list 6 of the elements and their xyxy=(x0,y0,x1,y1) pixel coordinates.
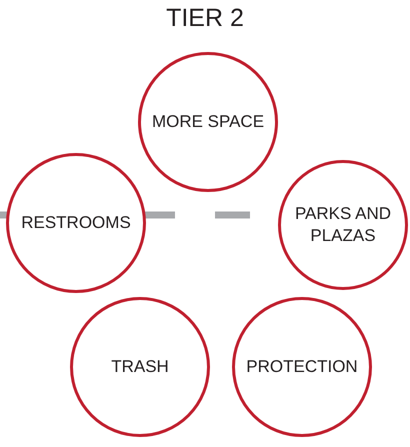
node-label: RESTROOMS xyxy=(21,212,131,234)
node-label: MORE SPACE xyxy=(152,110,264,133)
node-label: TRASH xyxy=(111,356,169,378)
node-label: PROTECTION xyxy=(246,356,358,378)
title: TIER 2 xyxy=(165,4,245,33)
node-label: PARKS AND PLAZAS xyxy=(294,202,392,247)
